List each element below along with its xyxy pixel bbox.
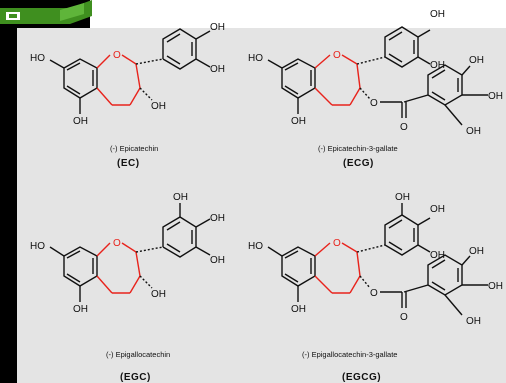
- ecg-name: (-) Epicatechin-3-gallate: [318, 144, 398, 153]
- ec-oh-4prime: OH: [210, 64, 225, 75]
- ecg-oh-7: HO: [248, 53, 263, 64]
- ecg-gallate-oh-a: OH: [469, 55, 484, 66]
- top-white-band: [90, 0, 506, 28]
- egc-name: (-) Epigallocatechin: [106, 350, 170, 359]
- egcg-oh-3prime: OH: [395, 192, 410, 203]
- ec-oh-3prime: OH: [210, 22, 225, 33]
- egcg-ester-oxygen: O: [370, 288, 378, 299]
- egc-oh-7: HO: [30, 241, 45, 252]
- ecg-oh-5: OH: [291, 116, 306, 127]
- ec-oh-7: HO: [30, 53, 45, 64]
- green-arrow-logo-icon: [0, 0, 92, 24]
- molecule-ecg: [267, 26, 488, 126]
- ecg-atoms: O HO OH OH OH O O OH OH OH (-) Epicatech…: [248, 9, 503, 169]
- egcg-gallate-oh-a: OH: [469, 246, 484, 257]
- ec-ring-oxygen: O: [113, 50, 121, 61]
- ec-oh-3: OH: [151, 101, 166, 112]
- egcg-oh-5: OH: [291, 304, 306, 315]
- egc-atoms: O HO OH OH OH OH OH (-) Epigallocatechin…: [30, 192, 225, 383]
- ecg-oh-3prime: OH: [430, 9, 445, 20]
- egc-oh-5: OH: [73, 304, 88, 315]
- ec-atoms: O HO OH OH OH OH (-) Epicatechin (EC): [30, 22, 225, 169]
- egc-oh-4prime: OH: [210, 213, 225, 224]
- ecg-abbr: (ECG): [343, 158, 374, 169]
- egcg-abbr: (EGCG): [342, 372, 381, 383]
- egcg-gallate-oh-c: OH: [466, 316, 481, 327]
- egcg-oh-7: HO: [248, 241, 263, 252]
- egc-oh-5prime: OH: [210, 255, 225, 266]
- egcg-gallate-oh-b: OH: [488, 281, 503, 292]
- ecg-ester-oxygen: O: [370, 98, 378, 109]
- molecule-egcg: [267, 203, 488, 316]
- ec-name: (-) Epicatechin: [110, 144, 158, 153]
- egcg-carbonyl-oxygen: O: [400, 312, 408, 323]
- egcg-oh-5prime: OH: [430, 250, 445, 261]
- ecg-oh-4prime: OH: [430, 60, 445, 71]
- left-black-strip: [0, 0, 17, 383]
- egcg-ring-oxygen: O: [333, 238, 341, 249]
- ecg-carbonyl-oxygen: O: [400, 122, 408, 133]
- molecule-ec: [49, 28, 211, 114]
- egc-oh-3prime: OH: [173, 192, 188, 203]
- diagram-panel: [17, 28, 506, 383]
- ecg-gallate-oh-c: OH: [466, 126, 481, 137]
- egcg-atoms: O HO OH OH OH OH O O OH OH OH (-) Epigal…: [248, 192, 503, 383]
- ecg-gallate-oh-b: OH: [488, 91, 503, 102]
- ecg-ring-oxygen: O: [333, 50, 341, 61]
- egc-abbr: (EGC): [120, 372, 151, 383]
- molecule-egc: [49, 203, 211, 302]
- egcg-name: (-) Epigallocatechin-3-gallate: [302, 350, 397, 359]
- ec-oh-5: OH: [73, 116, 88, 127]
- egc-oh-3: OH: [151, 289, 166, 300]
- egc-ring-oxygen: O: [113, 238, 121, 249]
- egcg-oh-4prime: OH: [430, 204, 445, 215]
- ec-abbr: (EC): [117, 158, 140, 169]
